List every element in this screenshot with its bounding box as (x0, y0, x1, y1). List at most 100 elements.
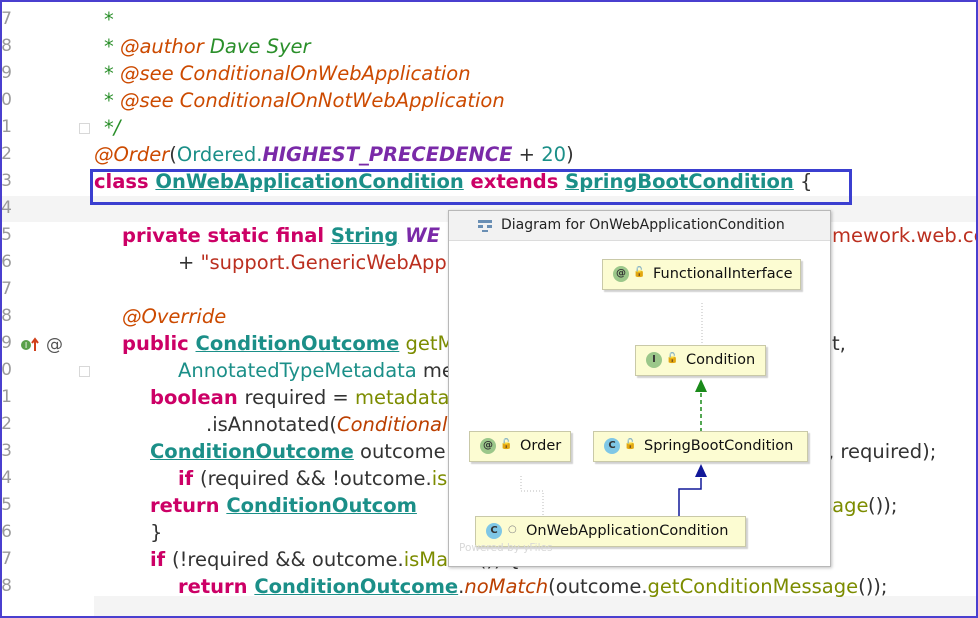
code-text: private static final String WE (122, 222, 440, 249)
code-token: ConditionOutcome (150, 440, 354, 463)
node-label: FunctionalInterface (653, 266, 793, 282)
code-token: + (512, 143, 542, 166)
node-onwebapplicationcondition[interactable]: C ○ OnWebApplicationCondition (475, 516, 746, 547)
node-functionalinterface[interactable]: @ 🔓 FunctionalInterface (602, 259, 801, 290)
code-token: @Override (122, 305, 227, 328)
line-number: 7 (1, 279, 12, 299)
code-token: * (104, 89, 120, 112)
code-token: ConditionalOnWebApplication (173, 62, 471, 85)
code-fragment: t, (832, 330, 846, 357)
code-token: OnWebApplicationCondition (155, 170, 464, 193)
code-token: "support.GenericWebAppl (200, 251, 453, 274)
annotation-icon: @ (480, 438, 496, 454)
line-number: 3 (1, 171, 12, 191)
code-token: return (150, 494, 227, 517)
code-token: class (94, 170, 156, 193)
code-text: @Order(Ordered.HIGHEST_PRECEDENCE + 20) (94, 141, 574, 168)
code-token: (required && !outcome. (199, 467, 432, 490)
code-token: return (178, 575, 255, 598)
lock-icon: 🔓 (666, 353, 679, 364)
selected-class-declaration-outline (90, 169, 852, 205)
diagram-popup-header: Diagram for OnWebApplicationCondition (449, 211, 830, 241)
line-number: 8 (1, 576, 12, 596)
code-text: * @see ConditionalOnWebApplication (104, 60, 471, 87)
code-token: WE (398, 224, 441, 247)
code-text: .isAnnotated(Conditional (206, 411, 447, 438)
code-token: sage (822, 494, 869, 517)
lock-icon: 🔓 (633, 267, 646, 278)
code-text: public ConditionOutcome getM (122, 330, 454, 357)
code-text: class OnWebApplicationCondition extends … (94, 168, 812, 195)
code-token: ConditionOutcome (195, 332, 400, 355)
code-token: SpringBootCondition (565, 170, 794, 193)
caret-line-highlight-bottom (94, 596, 976, 616)
code-token: ()); (868, 494, 898, 517)
code-token: if (178, 467, 200, 490)
lock-icon: 🔓 (500, 439, 513, 450)
code-text: * @see ConditionalOnNotWebApplication (104, 87, 505, 114)
code-token: Dave Syer (203, 35, 311, 58)
line-number: 9 (1, 63, 12, 83)
code-token: mework.web.co (832, 224, 978, 247)
edge-onweb-springboot (678, 478, 702, 516)
code-token: getM (399, 332, 455, 355)
line-number: 5 (1, 495, 12, 515)
fold-marker-icon[interactable] (79, 366, 90, 377)
code-token: t, (832, 332, 846, 355)
code-token: * (104, 35, 120, 58)
node-order[interactable]: @ 🔓 Order (469, 431, 571, 462)
line-number: 9 (1, 333, 12, 353)
line-number: 4 (1, 468, 12, 488)
code-text: return ConditionOutcome.noMatch(outcome.… (178, 573, 888, 600)
line-number: 5 (1, 225, 12, 245)
code-text: AnnotatedTypeMetadata me (178, 357, 454, 384)
code-token: (!required && outcome. (171, 548, 404, 571)
node-label: SpringBootCondition (644, 438, 794, 454)
code-fragment: sage (822, 492, 868, 519)
node-springbootcondition[interactable]: C 🔓 SpringBootCondition (593, 431, 808, 462)
line-number: 0 (1, 360, 12, 380)
code-token: */ (104, 116, 121, 139)
code-token: public (122, 332, 196, 355)
powered-by-label: Powered by yFiles (459, 542, 553, 554)
code-token: ConditionalOnNotWebApplication (173, 89, 505, 112)
code-token: getConditionMessage (647, 575, 859, 598)
code-token: .isAnnotated( (206, 413, 337, 436)
code-fragment: ()); (868, 492, 897, 519)
node-condition[interactable]: I 🔓 Condition (635, 345, 766, 376)
svg-text:I: I (25, 341, 27, 350)
code-token: @author (119, 35, 204, 58)
code-token: * (104, 62, 120, 85)
code-token: ) (566, 143, 574, 166)
code-text: if (required && !outcome.isMat (178, 465, 484, 492)
code-text: ConditionOutcome outcome (150, 438, 446, 465)
node-label: OnWebApplicationCondition (526, 523, 729, 539)
diagram-popup[interactable]: Diagram for OnWebApplicationCondition @ … (448, 210, 831, 567)
code-text: * @author Dave Syer (104, 33, 311, 60)
code-token: boolean (150, 386, 245, 409)
diagram-popup-title: Diagram for OnWebApplicationCondition (501, 217, 785, 233)
line-number: 2 (1, 414, 12, 434)
edge-springboot-condition-arrow (695, 379, 707, 392)
line-number: 1 (1, 387, 12, 407)
code-token: } (150, 521, 163, 544)
override-marker-icon[interactable]: @ (46, 335, 63, 355)
code-token: metadata (354, 386, 450, 409)
code-text: + "support.GenericWebAppl (178, 249, 452, 276)
code-token: @see (119, 89, 174, 112)
code-token: * (104, 8, 114, 31)
diagram-edges (520, 303, 707, 516)
annotation-icon: @ (613, 266, 629, 282)
fold-marker-icon[interactable] (79, 123, 90, 134)
implements-icon[interactable]: I (20, 336, 42, 358)
code-token: . (458, 575, 465, 598)
line-number: 0 (1, 90, 12, 110)
code-token: (outcome. (548, 575, 648, 598)
code-text: * (104, 6, 114, 33)
node-label: Order (520, 438, 562, 454)
code-token: @see (119, 62, 174, 85)
line-number: 7 (1, 9, 12, 29)
line-number: 8 (1, 36, 12, 56)
code-text: boolean required = metadata (150, 384, 449, 411)
